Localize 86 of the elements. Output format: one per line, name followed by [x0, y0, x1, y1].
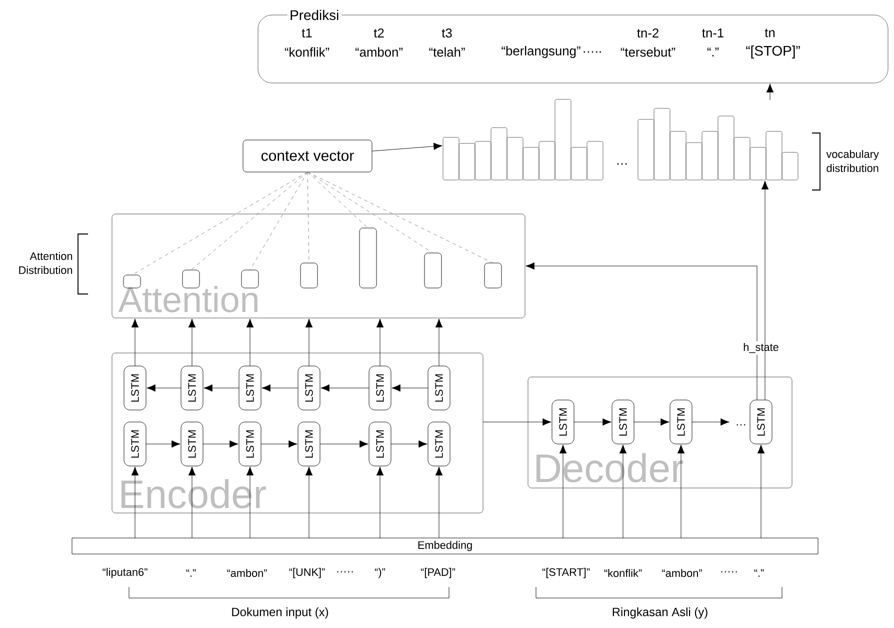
lstm-cell: LSTM [298, 422, 320, 466]
context-vector-box: context vector [242, 140, 372, 172]
token-label: “ambon” [662, 569, 702, 577]
position-label: t1 [302, 28, 312, 38]
lstm-cell: LSTM [670, 400, 692, 444]
arrow [634, 418, 670, 426]
arrow [131, 318, 139, 366]
lstm-cell: LSTM [238, 422, 262, 466]
bar-chart-drawing [442, 99, 604, 180]
arrow [305, 318, 313, 366]
lstm-cell: LSTM [180, 366, 204, 410]
token-label: “ambon” [356, 47, 403, 57]
token-label: “konflik” [284, 47, 330, 57]
lstm-cell: LSTM [750, 400, 772, 444]
arrow [246, 318, 254, 366]
arrow [376, 466, 384, 538]
position-label: tn [764, 28, 775, 38]
token-label: “berlangsung” [502, 46, 580, 58]
bar-chart-drawing [638, 108, 798, 180]
position-label: tn-2 [637, 28, 658, 38]
arrow [188, 318, 196, 366]
token-label: “[STOP]” [746, 46, 800, 58]
position-label: t3 [442, 28, 452, 38]
lstm-cell: LSTM [368, 366, 392, 410]
arrow [146, 440, 180, 448]
arrow [482, 418, 552, 426]
arrow [372, 142, 442, 152]
arrow [766, 84, 774, 100]
arrow [757, 444, 765, 538]
token-label: “[PAD]” [420, 568, 456, 578]
bracket-label: Attention Distribution [19, 252, 72, 274]
arrow [204, 384, 240, 392]
token-label: “ambon” [227, 569, 267, 577]
lstm-cell: LSTM [552, 400, 574, 444]
lstm-cell: LSTM [180, 422, 204, 466]
token-label: “telah” [429, 47, 465, 57]
token-label: “[UNK]” [289, 568, 325, 578]
attention-box: Attention [112, 214, 526, 318]
token-label: “.” [707, 48, 719, 56]
lstm-cell: LSTM [238, 366, 262, 410]
arrow [390, 440, 428, 448]
ellipsis: ····· [721, 571, 737, 572]
arrow [526, 262, 758, 400]
edge-label: h_state [744, 342, 778, 354]
arrow [435, 466, 443, 538]
arrow [146, 384, 182, 392]
lstm-cell: LSTM [124, 366, 146, 410]
token-label: “tersebut” [620, 47, 676, 57]
arrow [677, 444, 685, 538]
token-label: “.” [754, 569, 764, 577]
token-label: “konflik” [604, 569, 642, 577]
arrow [262, 384, 298, 392]
lstm-cell: LSTM [368, 422, 392, 466]
lstm-cell: LSTM [124, 422, 146, 466]
lstm-cell: LSTM [612, 400, 634, 444]
position-label: tn-1 [702, 28, 724, 38]
token-label: “.” [186, 569, 196, 577]
lstm-cell: LSTM [298, 366, 320, 410]
bracket-label: Dokumen input (x) [232, 607, 328, 619]
bracket-label: vocabulary distribution [826, 150, 879, 172]
arrow [260, 440, 298, 448]
arrow [761, 180, 769, 400]
attention-bar [424, 252, 442, 288]
arrow [376, 318, 384, 366]
arrow [574, 418, 612, 426]
arrow [202, 440, 238, 448]
arrow [305, 466, 313, 538]
arrow [320, 384, 370, 392]
attention-bar [484, 262, 502, 288]
token-label: “liputan6” [102, 568, 148, 578]
ellipsis: ….. [584, 51, 601, 53]
lstm-cell: LSTM [428, 422, 450, 466]
token-label: “[START]” [542, 568, 590, 578]
attention-bar [300, 262, 318, 288]
lstm-cell: LSTM [428, 366, 450, 410]
arrow [692, 418, 730, 426]
attention-bar [359, 228, 377, 288]
arrow [320, 440, 368, 448]
ellipsis: … [617, 163, 627, 165]
bracket-label: Ringkasan Asli (y) [612, 607, 708, 619]
position-label: t2 [374, 28, 384, 38]
ellipsis: ····· [337, 571, 353, 572]
arrow [435, 318, 443, 366]
token-label: “)” [374, 568, 386, 578]
arrow [392, 384, 428, 392]
embedding-bar: Embedding [72, 538, 818, 554]
